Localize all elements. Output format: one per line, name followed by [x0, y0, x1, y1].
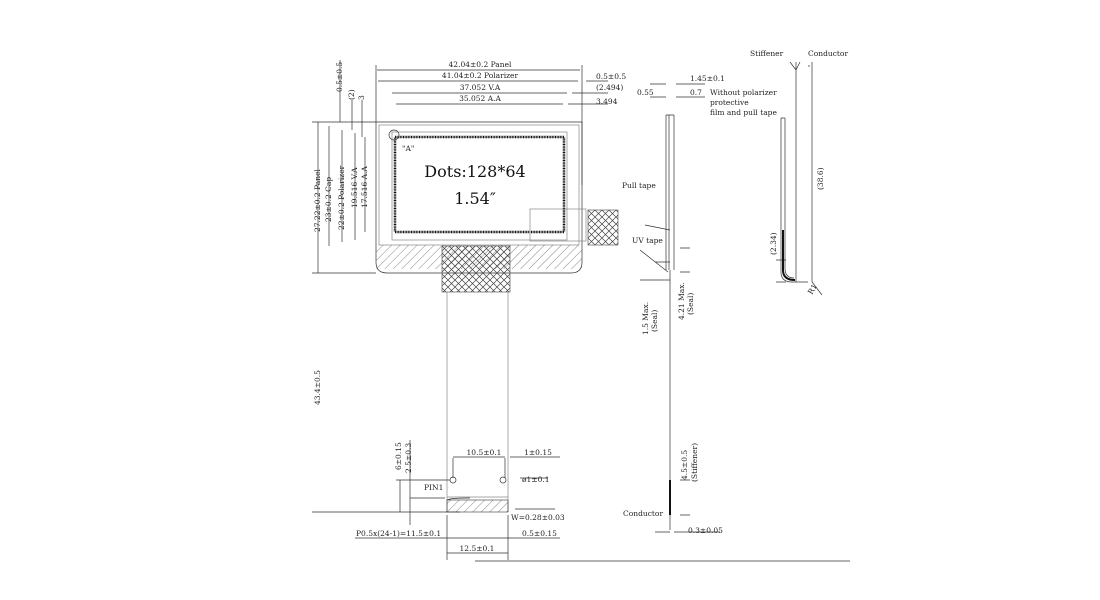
note-2: protective — [710, 98, 749, 107]
conductor-label: Conductor — [808, 49, 848, 58]
top-offset-1: 0.5±0.5 — [335, 62, 344, 92]
bent-stiffener — [782, 230, 796, 281]
seal-2: 4.21 Max. — [677, 282, 686, 320]
left-dimension-lines — [312, 60, 460, 513]
note-3: film and pull tape — [710, 108, 777, 117]
pin-width: W=0.28±0.03 — [511, 513, 565, 522]
size-label: 1.54″ — [454, 189, 496, 208]
pitch: P0.5x(24-1)=11.5±0.1 — [356, 529, 441, 538]
aa-rect — [393, 135, 566, 234]
conductor-label: Conductor — [623, 509, 663, 518]
stiffener-label: (Stiffener) — [690, 443, 699, 482]
side-dimension-lines — [639, 83, 720, 533]
side-profile — [665, 114, 675, 530]
seal-1: 1.5 Max. — [641, 302, 650, 335]
dim-6: 6±0.15 — [394, 442, 403, 470]
pin1-label: PIN1 — [424, 483, 443, 492]
va-height: 19.516 V.A — [350, 167, 359, 208]
uv-tape-label: UV tape — [632, 236, 663, 245]
top-offset-3: 3 — [357, 95, 366, 100]
panel-height: 27.22±0.2 Panel — [313, 168, 322, 232]
conductor-thk: 0.3±0.05 — [688, 526, 723, 535]
polarizer-width: 41.04±0.2 Polarizer — [442, 71, 519, 80]
fpc-contacts — [446, 499, 509, 513]
panel-width: 42.04±0.2 Panel — [449, 60, 513, 69]
va-width: 37.052 V.A — [460, 83, 501, 92]
cap-height: 23±0.2 Cap — [324, 177, 333, 222]
pull-tape-label: Pull tape — [622, 181, 656, 190]
right-offset-1: 0.5±0.5 — [596, 72, 626, 81]
hole-dia: ø1±0.1 — [522, 475, 550, 484]
radius: R1 — [806, 282, 819, 296]
connector-crosshatch — [441, 245, 511, 293]
bent-view: Stiffener Conductor (38.6) (2.34) R1 — [750, 49, 848, 296]
top-dimension-lines — [375, 65, 608, 185]
dim-07: 0.7 — [690, 88, 702, 97]
aa-height: 17.516 A.A — [360, 166, 369, 208]
bent-profile — [776, 61, 823, 296]
height-dim: (38.6) — [816, 167, 825, 190]
polarizer-outline — [378, 124, 580, 246]
detail-a-circle — [388, 129, 400, 141]
dim-055: 0.55 — [637, 88, 654, 97]
right-offset-3: 3.494 — [596, 97, 618, 106]
side-view: 1.45±0.1 0.55 0.7 Without polarizer prot… — [622, 74, 777, 535]
thickness: 1.45±0.1 — [690, 74, 725, 83]
dots-label: Dots:128*64 — [424, 162, 525, 181]
fpc-length: 43.4±0.5 — [313, 370, 322, 405]
ic-area — [529, 208, 587, 242]
hole-edge: 1±0.15 — [524, 448, 552, 457]
fpc-width: 12.5±0.1 — [460, 544, 495, 553]
edge-dim: 0.5±0.15 — [522, 529, 557, 538]
stiffener-label: Stiffener — [750, 49, 784, 58]
hole-spacing: 10.5±0.1 — [467, 448, 502, 457]
fpc-outline — [446, 292, 509, 512]
front-view: "A" Dots:128*64 1.54″ 42.04±0.2 Panel 41… — [312, 60, 626, 560]
dim-2-5: 2.5±0.3 — [404, 443, 413, 473]
aa-width: 35.052 A.A — [459, 94, 501, 103]
stiffener-len: 4.5±0.5 — [680, 450, 689, 480]
seal-1b: (Seal) — [650, 310, 659, 332]
polarizer-height: 22±0.2 Polarizer — [337, 165, 346, 230]
note-1: Without polarizer — [710, 88, 777, 97]
seal-2b: (Seal) — [686, 293, 695, 315]
va-rect — [391, 131, 568, 241]
dim-234: (2.34) — [769, 232, 778, 255]
hole-right — [499, 476, 507, 484]
top-offset-2: (2) — [347, 89, 356, 100]
detail-a-label: "A" — [402, 144, 414, 153]
fpc-dimension-lines — [355, 440, 560, 560]
right-offset-2: (2.494) — [596, 83, 623, 92]
crosshatch-pad — [587, 209, 619, 246]
